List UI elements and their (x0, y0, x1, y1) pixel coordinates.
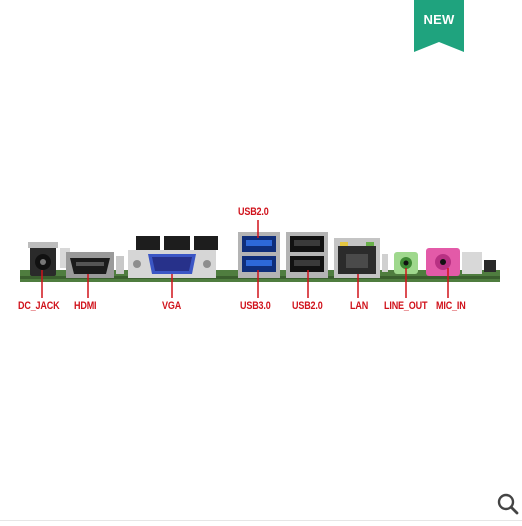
vga-port (128, 250, 216, 278)
label-line-out: LINE_OUT (384, 300, 428, 312)
magnifier-icon[interactable] (496, 492, 520, 516)
new-badge: NEW (414, 0, 464, 52)
label-vga: VGA (162, 300, 182, 312)
label-lan: LAN (350, 300, 369, 312)
ribbon-shape (414, 0, 464, 52)
hdmi-port (66, 252, 124, 278)
bottom-divider (0, 520, 522, 521)
magnifier-glyph (497, 493, 519, 515)
motherboard-io-photo: USB2.0 DC_JACK HDMI VGA USB3.0 USB2.0 LA… (0, 190, 522, 330)
label-pointer-lines (41, 220, 449, 298)
label-hdmi: HDMI (74, 300, 97, 312)
mic-in-jack (426, 248, 496, 276)
usb2-stack (286, 232, 328, 278)
dc-jack-port (28, 242, 70, 276)
new-badge-label: NEW (423, 12, 455, 27)
usb3-stack (238, 232, 280, 278)
label-usb3: USB3.0 (240, 300, 271, 312)
label-usb2-top: USB2.0 (238, 206, 269, 218)
label-dc-jack: DC_JACK (18, 300, 60, 312)
label-usb2-bottom: USB2.0 (292, 300, 323, 312)
motherboard-io-illustration (20, 220, 500, 298)
label-mic-in: MIC_IN (436, 300, 466, 312)
line-out-jack (394, 252, 418, 274)
lan-port (334, 238, 388, 278)
